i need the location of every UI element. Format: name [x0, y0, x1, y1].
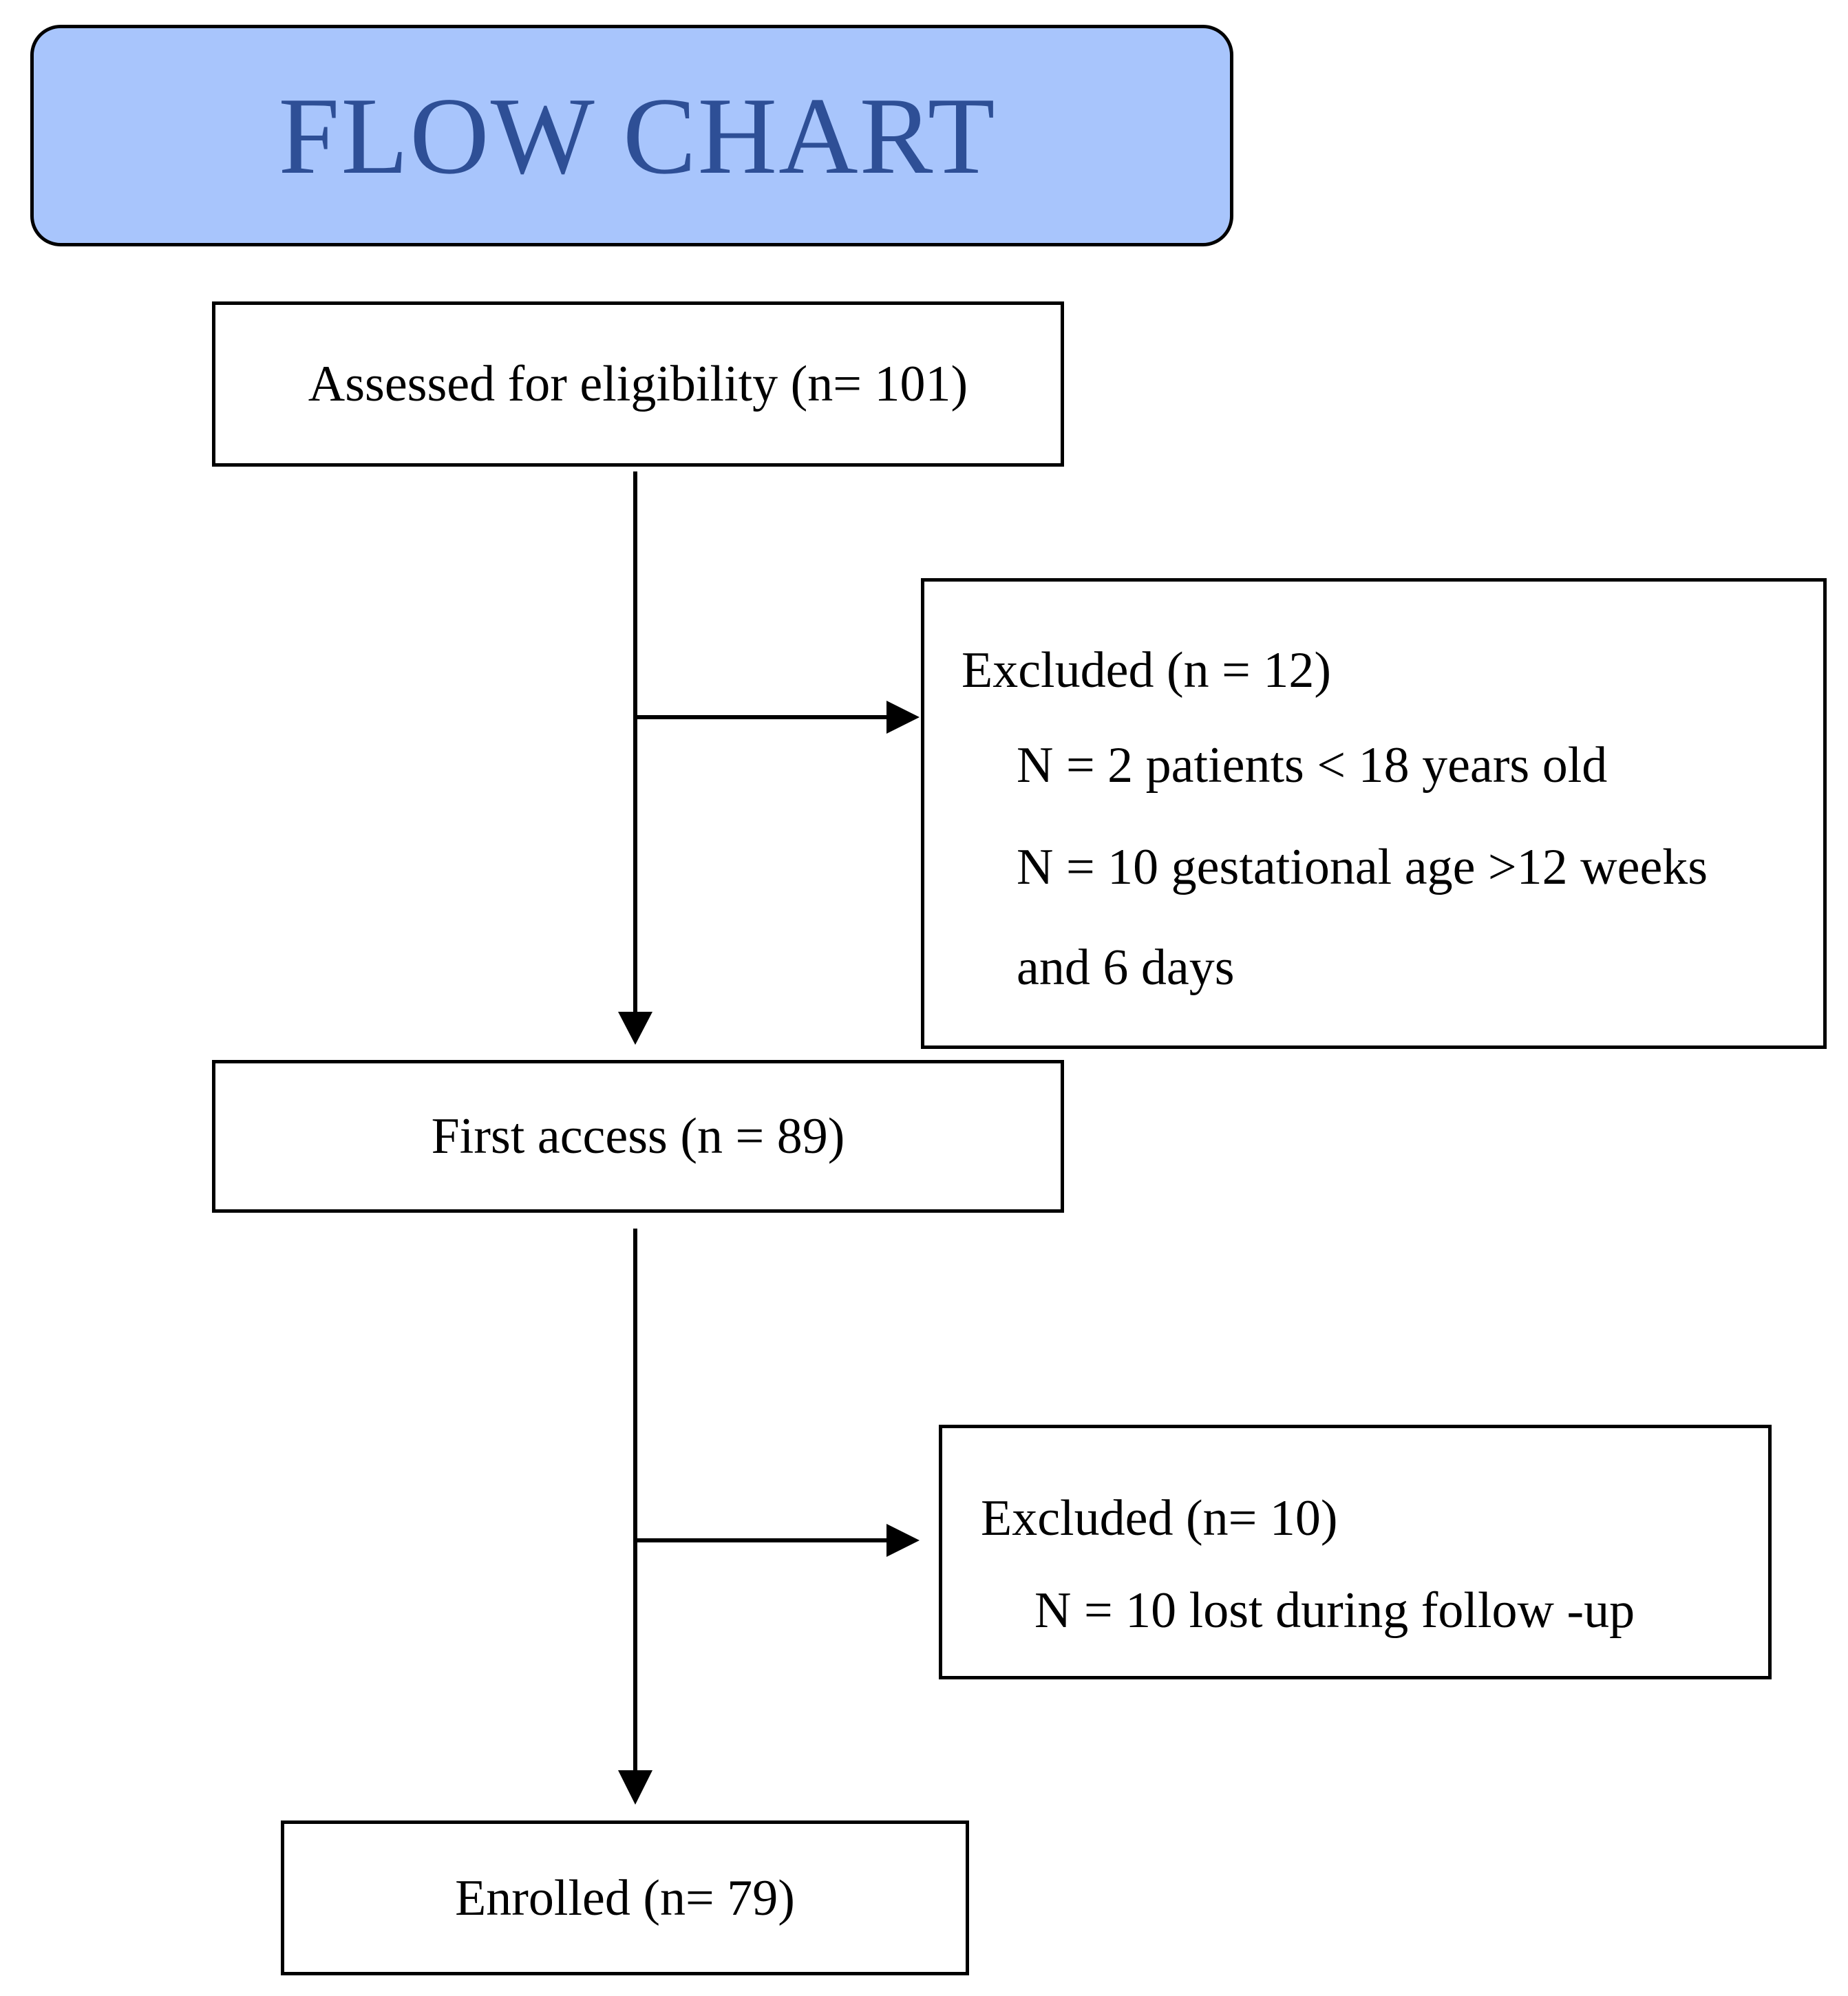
exclusion-2-line-1: N = 10 lost during follow -up — [1034, 1582, 1635, 1639]
exclusion-2-heading: Excluded (n= 10) — [981, 1490, 1338, 1547]
title-banner: FLOW CHART — [30, 25, 1233, 246]
arrowhead-enrolled — [618, 1770, 652, 1805]
chart-title: FLOW CHART — [278, 74, 997, 197]
exclusion-1-heading: Excluded (n = 12) — [962, 642, 1331, 699]
exclusion-1-line-3: and 6 days — [1017, 939, 1235, 996]
node-enrolled: Enrolled (n= 79) — [281, 1820, 969, 1975]
node-first-access: First access (n = 89) — [212, 1060, 1064, 1213]
node-enrolled-label: Enrolled (n= 79) — [455, 1869, 795, 1926]
node-assessed-label: Assessed for eligibility (n= 101) — [308, 356, 968, 412]
arrowhead-excluded-1 — [886, 701, 920, 734]
arrowhead-excluded-2 — [886, 1524, 920, 1557]
node-assessed: Assessed for eligibility (n= 101) — [212, 301, 1064, 467]
arrowhead-first-access — [618, 1012, 652, 1045]
exclusion-1-line-2: N = 10 gestational age >12 weeks — [1017, 839, 1708, 895]
exclusion-box-2: Excluded (n= 10) N = 10 lost during foll… — [939, 1425, 1772, 1679]
node-first-access-label: First access (n = 89) — [431, 1108, 845, 1165]
exclusion-1-line-1: N = 2 patients < 18 years old — [1017, 737, 1608, 794]
exclusion-box-1: Excluded (n = 12) N = 2 patients < 18 ye… — [921, 578, 1827, 1049]
